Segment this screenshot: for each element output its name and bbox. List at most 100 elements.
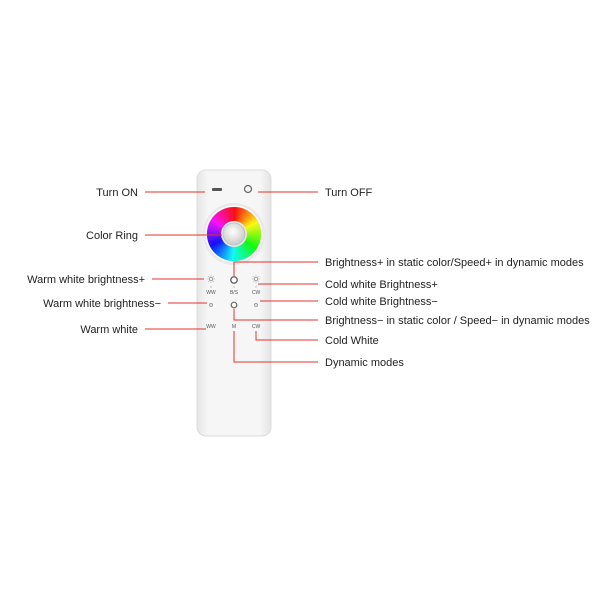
color-wheel-segment bbox=[235, 207, 240, 222]
color-wheel-segment bbox=[240, 244, 250, 258]
color-wheel-segment bbox=[210, 240, 224, 250]
color-wheel-segment bbox=[208, 238, 223, 246]
sun-icon-left bbox=[207, 275, 215, 283]
label-brightness-plus: Brightness+ in static color/Speed+ in dy… bbox=[325, 257, 584, 269]
color-wheel-segment bbox=[207, 237, 222, 244]
color-wheel-segment bbox=[243, 216, 257, 227]
color-wheel-segment bbox=[246, 227, 261, 232]
leader-brightness-plus bbox=[233, 261, 318, 276]
label-color-ring: Color Ring bbox=[86, 230, 138, 242]
cold-white-brightness-plus-button[interactable]: CW bbox=[252, 290, 261, 296]
indicator-dot bbox=[233, 286, 235, 288]
label-turn-on: Turn ON bbox=[96, 187, 138, 199]
color-wheel-segment bbox=[246, 234, 261, 237]
color-wheel-segment bbox=[246, 237, 261, 244]
color-wheel-segment bbox=[238, 208, 246, 223]
color-wheel-segment bbox=[246, 224, 261, 231]
color-wheel-segment bbox=[226, 246, 232, 261]
leader-lines bbox=[145, 191, 318, 363]
color-wheel-segment bbox=[231, 246, 234, 261]
color-wheel-segment bbox=[216, 243, 227, 257]
color-wheel-segment bbox=[237, 207, 244, 222]
brightness-minus-button[interactable] bbox=[230, 301, 238, 309]
color-wheel-segment bbox=[244, 218, 258, 228]
warm-white-brightness-minus-button[interactable] bbox=[209, 303, 213, 307]
color-wheel-segment bbox=[240, 210, 250, 224]
bs-button-label: B/S bbox=[230, 290, 239, 296]
color-ring-center-button[interactable] bbox=[222, 222, 246, 246]
power-off-button[interactable] bbox=[243, 184, 253, 194]
color-wheel-segment bbox=[222, 208, 230, 223]
indicator-dot bbox=[255, 286, 257, 288]
color-wheel-segment bbox=[236, 207, 242, 222]
color-wheel-segment bbox=[207, 236, 222, 241]
color-wheel-segment bbox=[220, 245, 229, 259]
color-wheel-segment bbox=[224, 246, 231, 261]
warm-white-brightness-plus-button[interactable]: WW bbox=[206, 290, 216, 296]
color-wheel-segment bbox=[231, 207, 235, 222]
color-wheel-segment bbox=[246, 231, 261, 235]
color-wheel-segment bbox=[220, 209, 229, 223]
indicator-dot bbox=[210, 286, 212, 288]
color-wheel-segment bbox=[242, 243, 254, 255]
color-wheel-segment bbox=[218, 210, 228, 224]
color-ring[interactable] bbox=[203, 203, 265, 265]
color-wheel-segment bbox=[228, 246, 233, 261]
label-turn-off: Turn OFF bbox=[325, 187, 373, 199]
brightness-plus-button[interactable] bbox=[230, 276, 238, 284]
color-wheel-segment bbox=[207, 226, 222, 232]
label-cold-white-brightness-minus: Cold white Brightness− bbox=[325, 296, 438, 308]
color-wheel-segment bbox=[207, 228, 222, 233]
color-wheel-segment bbox=[234, 207, 237, 222]
color-wheel-segment bbox=[243, 241, 257, 252]
color-wheel-segment bbox=[246, 236, 261, 242]
color-wheel-segment bbox=[209, 220, 223, 229]
color-wheel-segment bbox=[233, 246, 237, 261]
dynamic-modes-button[interactable]: M bbox=[232, 324, 236, 330]
color-wheel-segment bbox=[211, 216, 225, 227]
color-wheel-segment bbox=[242, 213, 254, 225]
label-warm-white-brightness-plus: Warm white brightness+ bbox=[27, 274, 145, 286]
cold-white-brightness-minus-button[interactable] bbox=[254, 303, 258, 307]
label-cold-white: Cold White bbox=[325, 335, 379, 347]
color-wheel-segment bbox=[222, 245, 230, 260]
leader-brightness-minus bbox=[233, 309, 318, 321]
color-wheel-segment bbox=[224, 207, 231, 222]
color-wheel-segment bbox=[210, 218, 224, 228]
color-wheel-segment bbox=[214, 213, 226, 225]
label-warm-white: Warm white bbox=[80, 324, 138, 336]
warm-white-button[interactable]: WW bbox=[206, 324, 216, 330]
label-dynamic-modes: Dynamic modes bbox=[325, 357, 404, 369]
color-wheel-segment bbox=[241, 243, 252, 257]
color-wheel-segment bbox=[245, 222, 260, 230]
color-wheel-segment bbox=[245, 238, 260, 246]
color-wheel-segment bbox=[239, 209, 248, 223]
color-wheel-segment bbox=[243, 242, 255, 254]
color-wheel-segment bbox=[245, 239, 259, 248]
label-brightness-minus: Brightness− in static color / Speed− in … bbox=[325, 315, 590, 327]
color-wheel-segment bbox=[239, 245, 248, 259]
color-wheel-segment bbox=[241, 211, 252, 225]
leader-dynamic-modes bbox=[233, 331, 318, 363]
color-wheel-segment bbox=[216, 211, 227, 225]
color-wheel-segment bbox=[218, 244, 228, 258]
color-wheel-segment bbox=[207, 231, 222, 234]
color-wheel-segment bbox=[227, 207, 232, 222]
cold-white-button[interactable]: CW bbox=[252, 324, 261, 330]
color-wheel-segment bbox=[245, 220, 259, 229]
color-wheel-segment bbox=[209, 239, 223, 248]
color-wheel-segment bbox=[213, 214, 225, 226]
power-on-button[interactable] bbox=[212, 188, 222, 191]
color-wheel-segment bbox=[214, 243, 226, 255]
color-wheel-segment bbox=[236, 246, 241, 261]
sun-icon-right bbox=[252, 275, 260, 283]
leader-cold-white bbox=[255, 331, 318, 341]
color-wheel-segment bbox=[213, 242, 225, 254]
color-wheel-segment bbox=[207, 224, 222, 231]
label-warm-white-brightness-minus: Warm white brightness− bbox=[43, 298, 161, 310]
color-wheel-segment bbox=[237, 246, 244, 261]
color-wheel-segment bbox=[244, 240, 258, 250]
color-wheel-segment bbox=[238, 245, 246, 260]
